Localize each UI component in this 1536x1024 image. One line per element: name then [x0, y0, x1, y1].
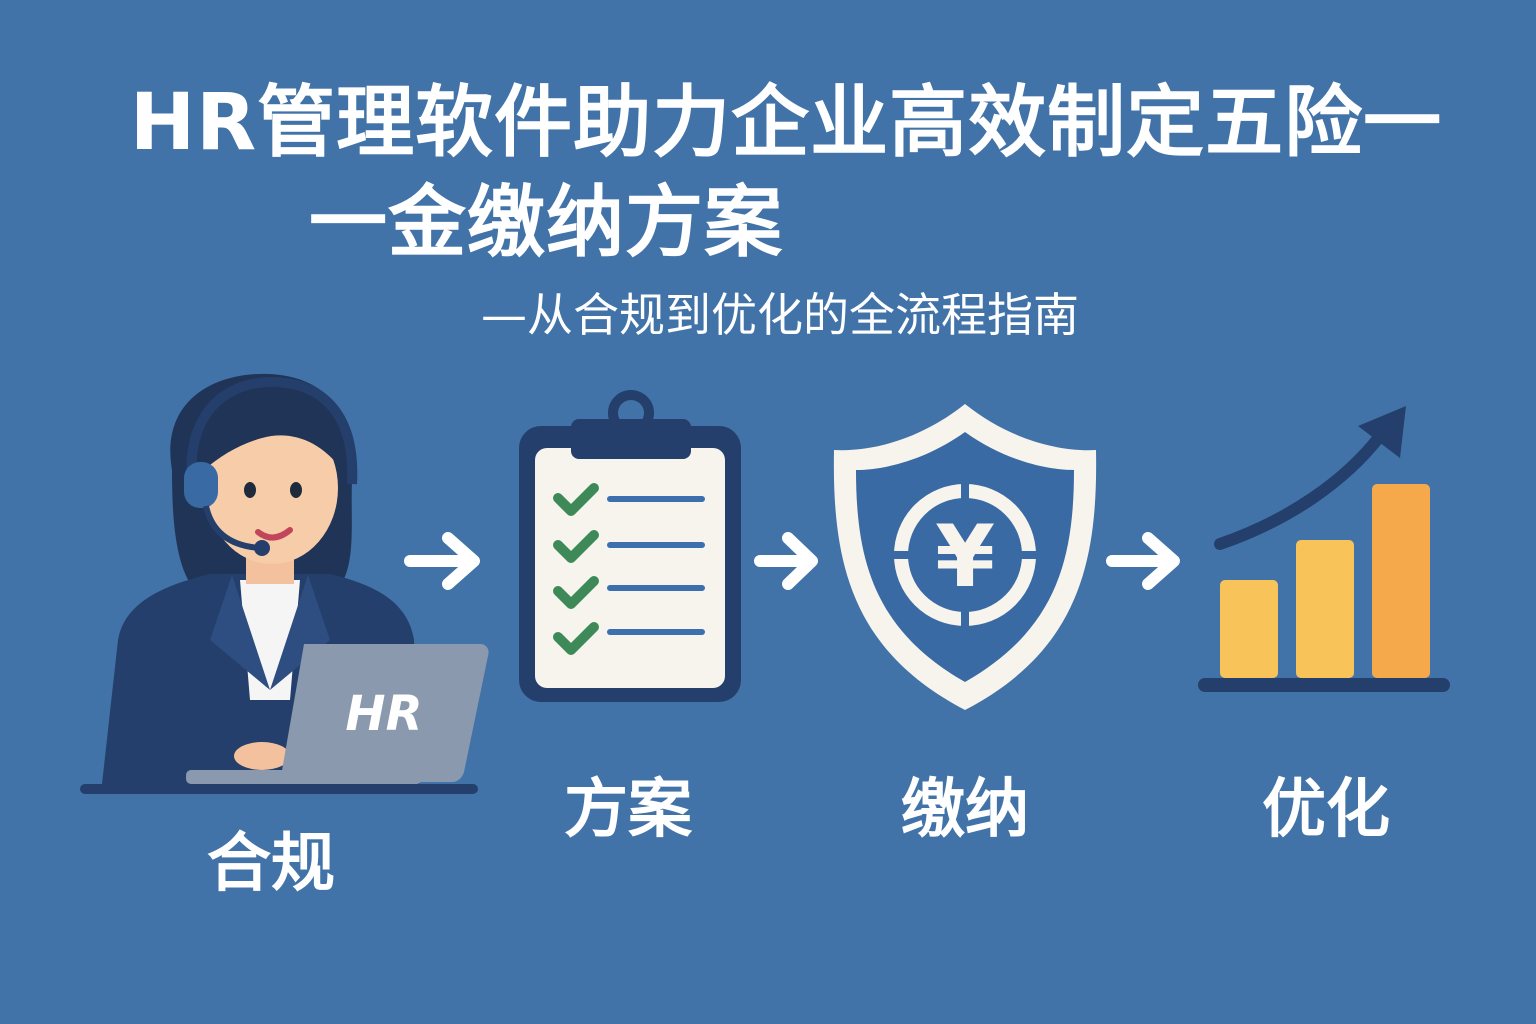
- laptop-screen: [280, 644, 489, 782]
- trend-arrow-head: [1358, 406, 1406, 458]
- step-label-plan: 方案: [564, 773, 692, 847]
- page-title-line-2: 一金缴纳方案: [308, 178, 783, 268]
- page-title-line-1: HR管理软件助力企业高效制定五险一: [129, 78, 1443, 168]
- growth-bar: [1296, 540, 1354, 678]
- headset-mic-arm: [203, 505, 261, 551]
- arrow-right-icon: [1106, 532, 1180, 590]
- clipboard-clip: [571, 419, 691, 459]
- growth-bar: [1372, 484, 1430, 678]
- clipboard-checklist-icon: [519, 390, 741, 702]
- arrow-right-icon: [404, 532, 480, 590]
- check-icon: [553, 483, 599, 516]
- desk-line: [80, 784, 478, 794]
- growth-bar: [1220, 580, 1278, 678]
- step-label-payment: 缴纳: [901, 773, 1029, 847]
- trend-arrow-line: [1214, 430, 1386, 550]
- check-icon: [553, 576, 599, 609]
- shield-yen-icon: ¥: [833, 404, 1097, 710]
- hr-agent-laptop-icon: HR: [80, 373, 489, 794]
- step-label-optimize: 优化: [1262, 773, 1390, 847]
- laptop-hr-text: HR: [345, 686, 422, 742]
- check-icon: [553, 530, 599, 563]
- page-subtitle: —从合规到优化的全流程指南: [481, 288, 1079, 342]
- eye-right: [290, 482, 302, 498]
- yen-symbol: ¥: [935, 507, 995, 607]
- headset-earcup: [184, 462, 218, 508]
- step-label-compliance: 合规: [207, 827, 335, 901]
- face: [206, 412, 338, 564]
- clipboard-paper: [535, 448, 725, 688]
- arrow-right-icon: [754, 532, 818, 590]
- chart-baseline: [1198, 678, 1450, 692]
- shield-inner: [856, 432, 1074, 682]
- check-icon: [553, 622, 599, 655]
- eye-left: [244, 482, 256, 498]
- headset-band: [186, 376, 358, 485]
- growth-bar-chart-icon: [1198, 406, 1450, 692]
